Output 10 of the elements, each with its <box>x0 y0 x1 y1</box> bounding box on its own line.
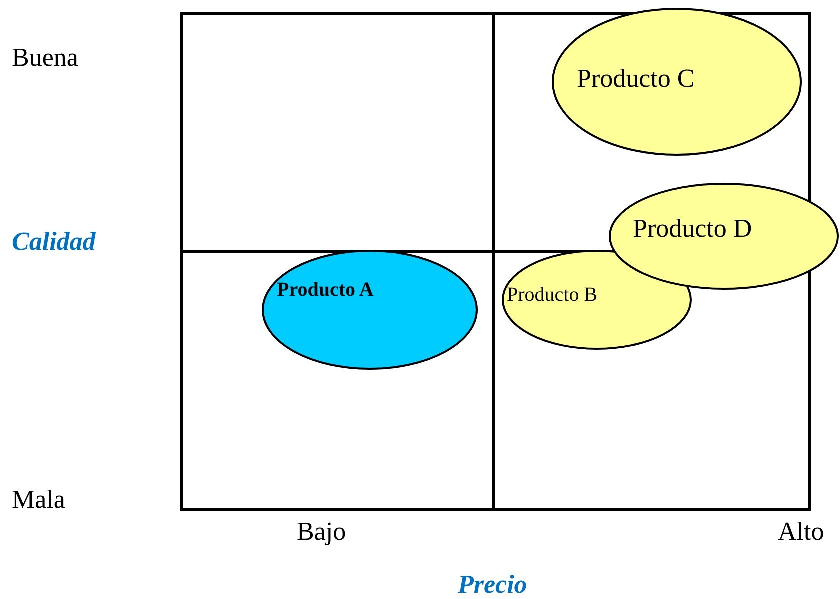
axis-title: Precio <box>458 572 528 598</box>
product-label: Producto C <box>577 66 695 92</box>
product-label: Producto B <box>507 285 598 305</box>
axis-title: Calidad <box>12 229 96 255</box>
axis-value-label: Mala <box>12 487 66 513</box>
product-label: Producto A <box>277 280 374 300</box>
axis-value-label: Alto <box>778 519 824 545</box>
axis-value-label: Buena <box>12 45 78 71</box>
product-label: Producto D <box>633 216 752 242</box>
axis-value-label: Bajo <box>297 519 346 545</box>
